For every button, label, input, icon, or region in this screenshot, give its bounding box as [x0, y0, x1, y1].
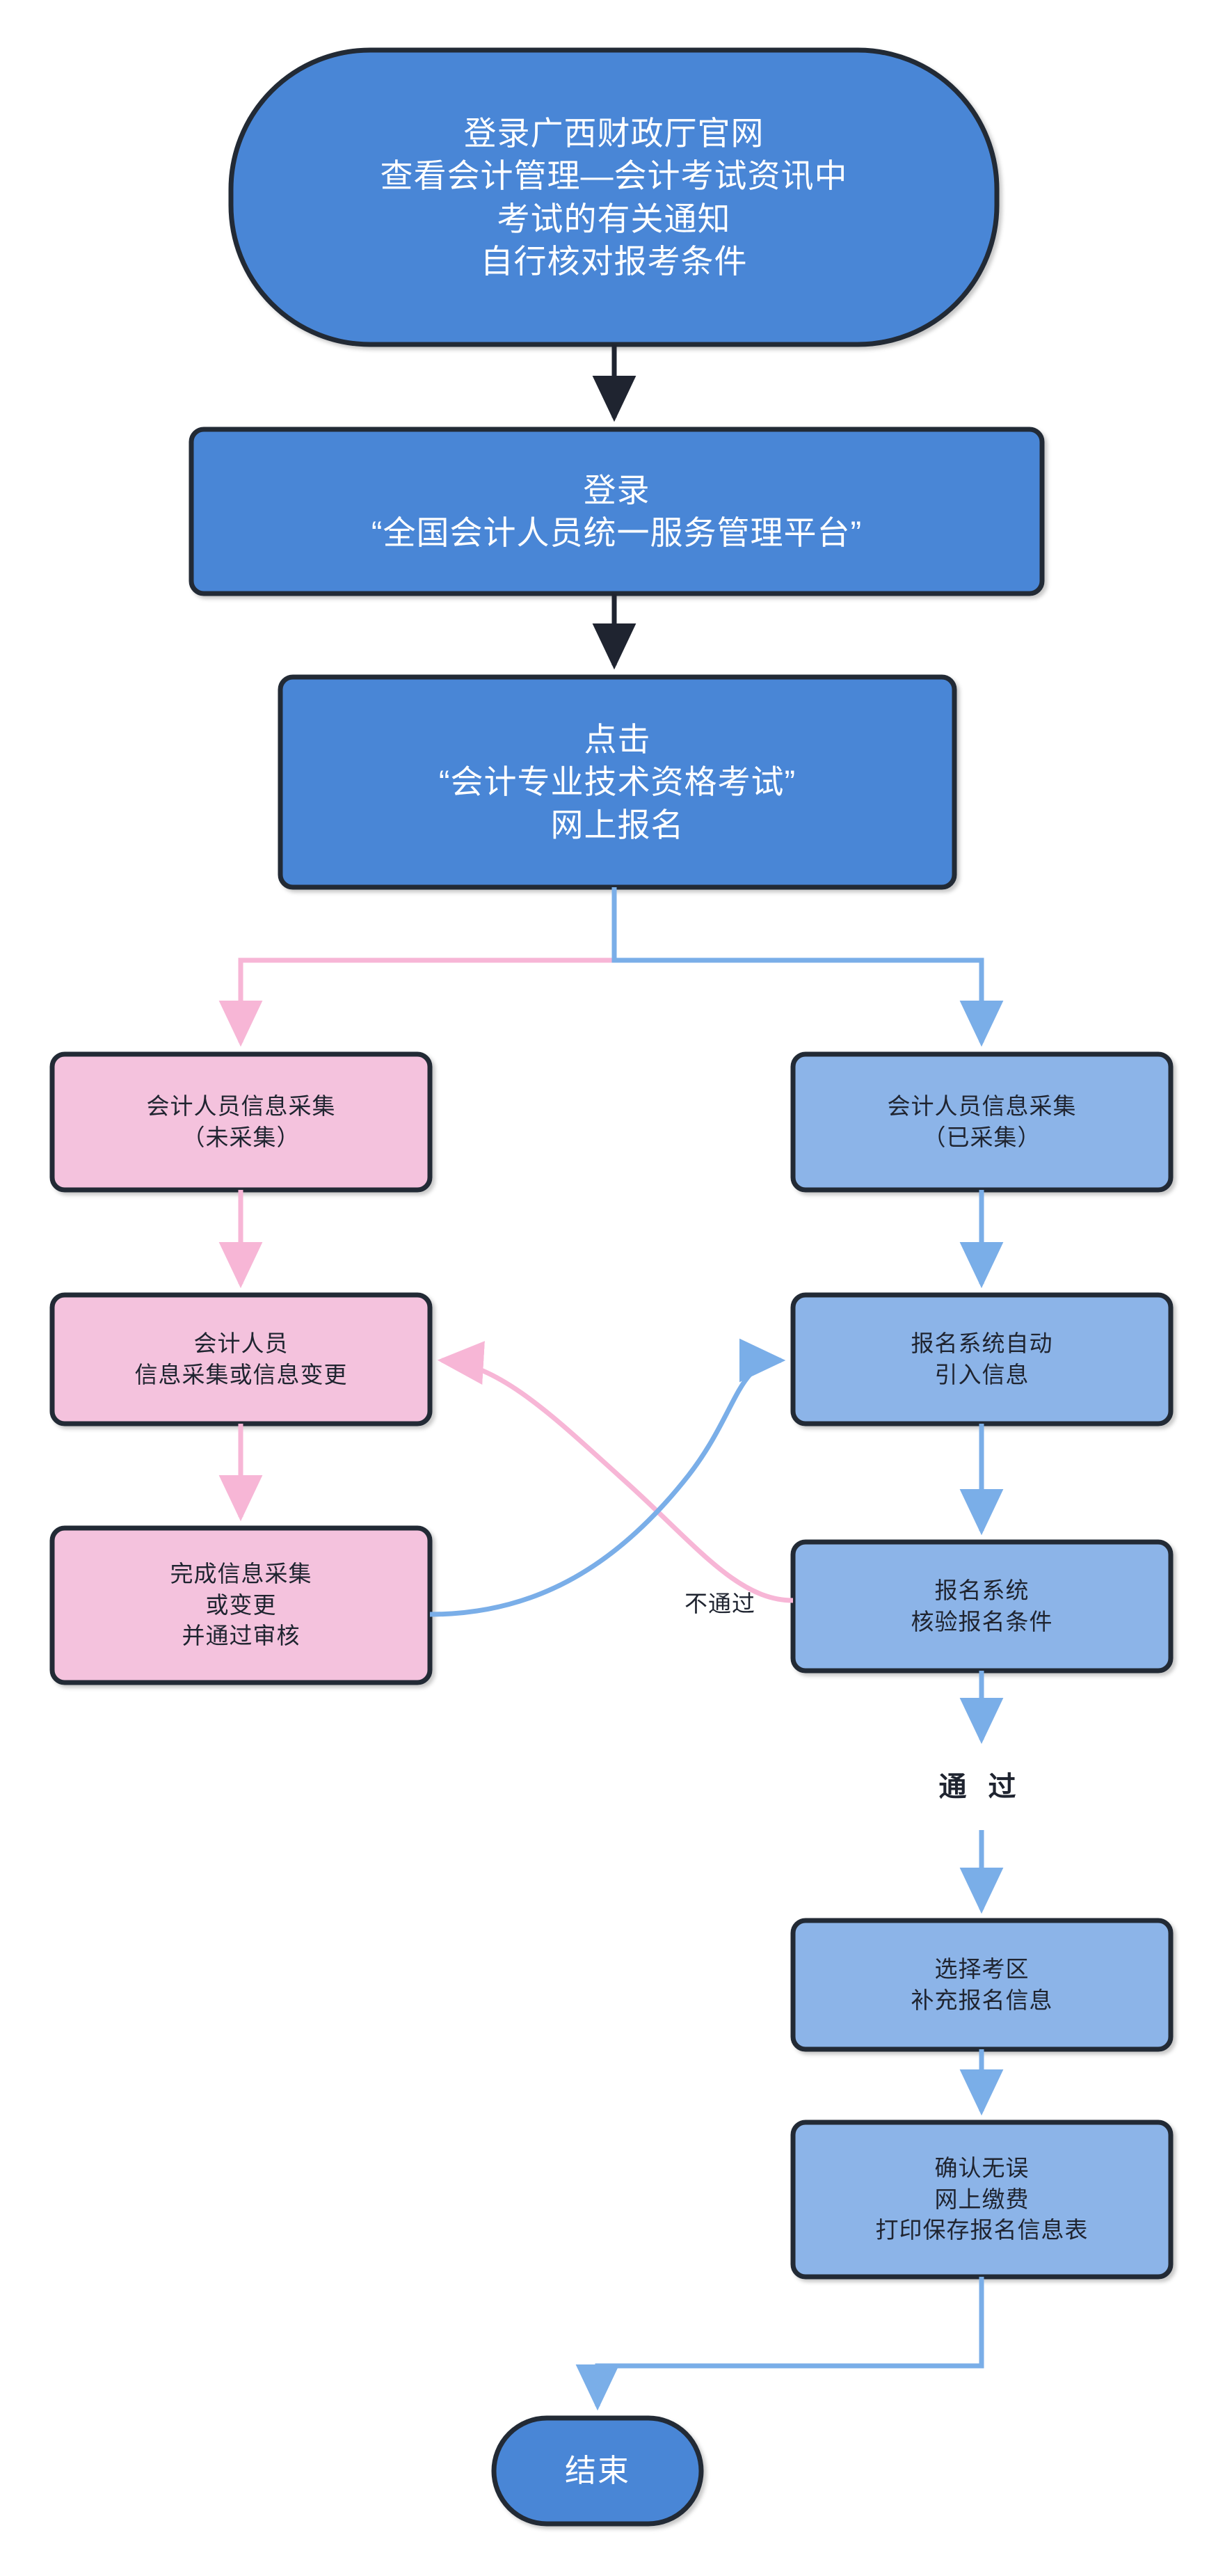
node-shape-finish-and-approved [49, 1525, 433, 1685]
arrow-click-to-collected [611, 887, 1004, 1047]
arrow-finish-to-system-import [429, 1338, 786, 1617]
node-shape-login-platform [189, 427, 1045, 596]
node-shape-click-exam-register [278, 674, 957, 890]
node-shape-system-verify [790, 1539, 1174, 1673]
arrow-click-to-not-collected [218, 887, 617, 1047]
node-shape-end [491, 2415, 704, 2527]
node-shape-system-import [790, 1292, 1174, 1426]
node-shape-confirm-pay-print [790, 2120, 1174, 2280]
node-shape-start [228, 47, 1000, 347]
node-shape-info-not-collected [49, 1051, 433, 1193]
arrow-verify-fail-to-collect-or-change [437, 1341, 794, 1603]
node-shape-collect-or-change [49, 1292, 433, 1426]
node-shape-info-collected [790, 1051, 1174, 1193]
arrow-confirm-to-end [575, 2277, 984, 2411]
node-shape-choose-area [790, 1918, 1174, 2052]
